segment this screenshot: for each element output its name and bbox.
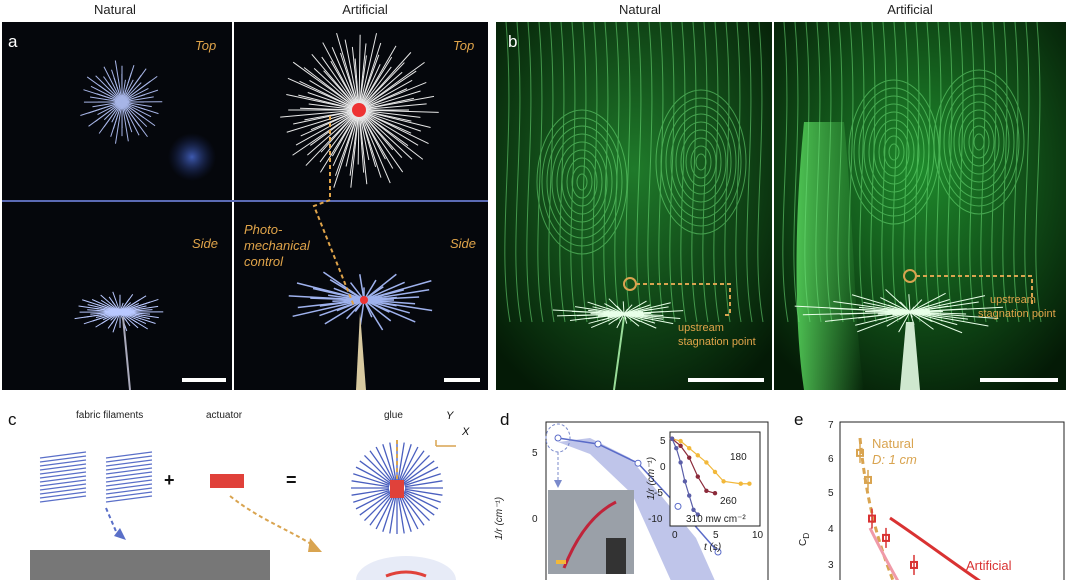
inset-point	[678, 443, 683, 449]
ytick-6: 6	[828, 454, 834, 465]
panel-a-artificial-top-label: Top	[453, 38, 475, 53]
scale-bar	[688, 378, 764, 382]
ytick-5: 5	[532, 448, 538, 459]
inset-label-260: 260	[720, 496, 737, 507]
diameter-label: D: 1 cm	[872, 452, 917, 467]
inset-label-310: 310 mw cm⁻²	[686, 514, 746, 525]
panel-e-label: e	[794, 410, 804, 429]
curvature-point	[594, 440, 602, 448]
panel-a-artificial-header: Artificial	[342, 2, 388, 17]
inset-point	[695, 453, 700, 458]
curvature-point	[634, 459, 642, 467]
annot-artificial-line1: upstream	[990, 294, 1036, 306]
annot-natural-line2: stagnation point	[678, 336, 756, 348]
panel-a-natural-header: Natural	[94, 2, 136, 17]
inset-point	[682, 479, 688, 484]
panel-d-label: d	[500, 410, 510, 429]
connector-dashed-line	[312, 116, 355, 307]
ytick-3: 3	[828, 560, 834, 571]
natural-legend-label: Natural	[872, 436, 914, 451]
inset-point	[704, 460, 709, 465]
assembly-schematic	[30, 440, 456, 580]
panel-a-natural-top	[2, 22, 232, 200]
control-label-line3: control	[244, 254, 284, 269]
inset-point	[721, 479, 726, 484]
panel-b-natural-flow	[496, 22, 772, 390]
ytick-0: 0	[532, 514, 538, 525]
inset-ytick-m10: -10	[648, 514, 663, 525]
inset-ytick-m5: -5	[654, 488, 663, 499]
inset-point	[687, 455, 692, 460]
inset-ylabel: 1/r (cm⁻¹)	[646, 456, 657, 500]
panel-b-artificial-flow	[774, 22, 1066, 390]
inset-point	[674, 446, 679, 451]
panel-a-artificial-top	[234, 22, 488, 200]
inset-point	[687, 493, 692, 498]
panel-b-natural-header: Natural	[619, 2, 661, 17]
inset-xtick-10: 10	[752, 530, 764, 541]
scale-bar	[182, 378, 226, 382]
inset-xtick-0: 0	[672, 530, 678, 541]
inset-point	[712, 491, 718, 496]
curvature-point	[714, 548, 722, 556]
panel-e-ylabel: CD	[798, 532, 811, 546]
artificial-legend-label: Artificial	[966, 558, 1012, 573]
inset-point	[747, 481, 752, 486]
actuator-label: actuator	[206, 410, 243, 421]
flow-visualization-natural	[496, 22, 772, 390]
panel-a-natural-side	[2, 202, 232, 390]
drag-coefficient-chart: 7 6 5 4 3	[828, 420, 1065, 580]
inset-point	[669, 436, 675, 441]
inset-xtick-5: 5	[713, 530, 719, 541]
inset-xlabel: t (s)	[704, 542, 722, 553]
annot-artificial-line2: stagnation point	[978, 308, 1056, 320]
filaments-label: fabric filaments	[76, 410, 144, 421]
dandelion-side-natural	[74, 291, 164, 390]
curvature-point	[554, 434, 562, 442]
scale-bar	[980, 378, 1058, 382]
curvature-chart: 5 0 5 0 -5 -10 0 5 10 180 260 310 mw cm⁻…	[532, 421, 769, 580]
inset-ytick-5: 5	[660, 436, 666, 447]
dandelion-top-natural	[80, 60, 216, 181]
ytick-4: 4	[828, 524, 834, 535]
panel-a-side-label: Side	[192, 236, 219, 251]
equals-sign: =	[286, 470, 297, 490]
curvature-point	[674, 502, 682, 510]
panel-c-label: c	[8, 410, 17, 429]
ytick-5: 5	[828, 488, 834, 499]
inset-point	[704, 488, 709, 494]
panel-b-artificial-header: Artificial	[887, 2, 933, 17]
inset-ytick-0: 0	[660, 462, 666, 473]
inset-point	[738, 481, 743, 486]
plus-sign: +	[164, 470, 175, 490]
ytick-7: 7	[828, 420, 834, 431]
scale-bar	[444, 378, 480, 382]
inset-point	[687, 446, 692, 451]
panel-d-ylabel: 1/r (cm⁻¹)	[494, 496, 505, 540]
panel-b-label: b	[508, 32, 518, 51]
inset-chart	[669, 431, 761, 527]
axis-x-label: X	[462, 426, 470, 438]
inset-point	[695, 512, 700, 517]
inset-point	[712, 469, 718, 475]
inset-label-180: 180	[730, 452, 747, 463]
control-label-line2: mechanical	[244, 238, 310, 253]
panel-a-artificial-side	[234, 202, 488, 390]
panel-a-label: a	[8, 32, 18, 51]
dandelion-top-artificial	[280, 32, 439, 188]
inset-point	[678, 460, 683, 465]
inset-point	[695, 474, 700, 479]
glue-label: glue	[384, 410, 403, 421]
inset-point	[678, 438, 683, 444]
panel-a-artificial-side-label: Side	[450, 236, 477, 251]
control-label-line1: Photo-	[244, 222, 283, 237]
axis-y-label: Y	[446, 410, 454, 422]
panel-a-top-label: Top	[195, 38, 217, 53]
flow-visualization-artificial	[774, 22, 1066, 390]
inset-point	[691, 507, 696, 512]
annot-natural-line1: upstream	[678, 322, 724, 334]
